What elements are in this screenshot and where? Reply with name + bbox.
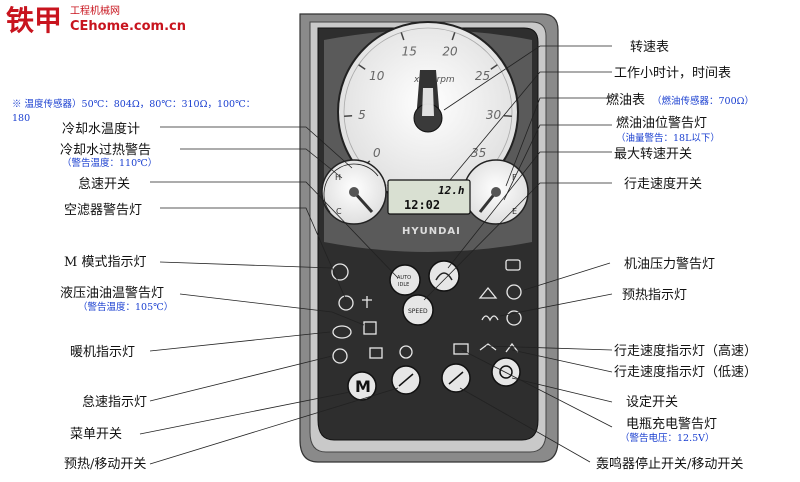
label-idle-switch: 怠速开关 xyxy=(78,176,130,192)
menu-switch[interactable] xyxy=(347,371,377,401)
brand-logo: HYUNDAI xyxy=(402,226,461,237)
tach-tick-10: 10 xyxy=(369,69,385,83)
battery-icon xyxy=(453,343,469,355)
travel-speed-button[interactable] xyxy=(402,294,434,326)
watermark-brand: 铁甲 xyxy=(6,4,62,37)
oil-pressure-icon xyxy=(506,284,522,300)
tach-tick-35: 35 xyxy=(471,146,486,160)
svg-text:E: E xyxy=(512,207,517,216)
tach-tick-0: 0 xyxy=(373,146,381,160)
label-fuel-level: 燃油油位警告灯 xyxy=(616,115,707,131)
warmup-indicator-icon xyxy=(332,325,352,339)
speed-label: SPEED xyxy=(408,308,428,315)
label-battery: 电瓶充电警告灯 xyxy=(626,416,717,432)
tachometer: 0 5 10 15 20 25 30 35 x100rpm xyxy=(337,21,519,203)
watermark: 铁甲 工程机械网 CEhome.com.cn xyxy=(6,4,186,37)
travel-low-icon xyxy=(505,342,519,353)
set-switch[interactable] xyxy=(491,357,521,387)
label-m-mode: M 模式指示灯 xyxy=(64,255,146,270)
tach-tick-20: 20 xyxy=(442,44,458,58)
buzzer-mute-icon xyxy=(448,371,464,385)
watermark-site-cn: 工程机械网 xyxy=(70,4,120,17)
label-set-switch: 设定开关 xyxy=(626,395,678,410)
set-indicator-icon xyxy=(399,345,413,359)
label-travel-low: 行走速度指示灯（低速） xyxy=(614,364,757,380)
m-label: M xyxy=(355,377,371,396)
tach-major-tick xyxy=(451,32,456,41)
label-coolant-overheat: 冷却水过热警告 xyxy=(60,142,151,158)
headlight-icon xyxy=(505,259,521,271)
preheat-switch-icon xyxy=(398,373,414,387)
lcd-hours: 12.h xyxy=(438,184,465,197)
coolant-temp-gauge: H C xyxy=(321,159,387,225)
tach-major-tick xyxy=(400,32,405,41)
air-filter-warning-icon xyxy=(338,295,354,311)
label-preheat-move: 预热/移动开关 xyxy=(64,457,146,472)
parking-brake-icon xyxy=(506,310,522,326)
speedometer-icon xyxy=(435,272,453,281)
watermark-site-url: CEhome.com.cn xyxy=(70,19,186,34)
hyd-oil-temp-icon xyxy=(362,296,372,308)
label-travel-high: 行走速度指示灯（高速） xyxy=(614,343,757,359)
label-preheat-indicator: 预热指示灯 xyxy=(622,288,687,303)
label-oil-pressure: 机油压力警告灯 xyxy=(624,256,715,272)
svg-text:IDLE: IDLE xyxy=(398,282,409,288)
tach-tick-30: 30 xyxy=(486,108,502,122)
label-idle-indicator: 怠速指示灯 xyxy=(82,394,147,410)
note-fuel-level: （油量警告：18L以下） xyxy=(616,132,720,144)
lcd-display: 12.h 12:02 xyxy=(387,179,471,215)
svg-text:C: C xyxy=(336,207,342,216)
note-hyd-oil: （警告温度：105℃） xyxy=(78,301,173,313)
gauge-cluster: 0 5 10 15 20 25 30 35 x100rpm H C xyxy=(321,21,532,252)
label-tachometer: 转速表 xyxy=(630,40,669,55)
svg-text:AUTO: AUTO xyxy=(397,275,411,281)
label-max-speed: 最大转速开关 xyxy=(614,147,692,162)
right-labels: 转速表 工作小时计，时间表 燃油表 （燃油传感器：700Ω） 燃油油位警告灯 （… xyxy=(596,40,757,472)
max-speed-button[interactable] xyxy=(428,260,460,292)
label-warmup: 暖机指示灯 xyxy=(70,345,135,360)
tach-tick-25: 25 xyxy=(475,69,490,83)
label-travel-speed: 行走速度开关 xyxy=(624,176,702,192)
preheat-icon xyxy=(478,286,498,299)
auto-idle-button[interactable] xyxy=(389,264,421,296)
set-switch-icon xyxy=(499,365,513,379)
label-hour-meter: 工作小时计，时间表 xyxy=(614,66,731,81)
tach-major-tick xyxy=(490,64,498,70)
label-hyd-oil-temp: 液压油油温警告灯 xyxy=(60,285,164,301)
temp-sensor-note-cont: 180 xyxy=(12,113,30,124)
note-fuel-sensor: （燃油传感器：700Ω） xyxy=(652,95,754,107)
travel-high-icon xyxy=(479,343,497,351)
note-battery: （警告电压：12.5V） xyxy=(620,432,715,444)
label-air-filter: 空滤器警告灯 xyxy=(64,202,142,218)
label-buzzer-stop: 轰鸣器停止开关/移动开关 xyxy=(596,456,743,472)
auto-idle-indicator-icon xyxy=(332,348,348,364)
m-mode-indicator-icon xyxy=(331,263,349,281)
tach-major-tick xyxy=(358,64,366,70)
control-panel: AUTO IDLE SPEED M xyxy=(331,259,522,401)
svg-text:H: H xyxy=(335,173,341,182)
coolant-level-icon xyxy=(369,347,383,359)
hyd-oil-icon xyxy=(363,321,377,335)
label-menu-switch: 菜单开关 xyxy=(70,427,122,442)
leader-lines xyxy=(139,45,613,465)
left-labels: ※ 温度传感器）50℃：804Ω，80℃：310Ω，100℃： 180 冷却水温… xyxy=(12,98,255,472)
lcd-time: 12:02 xyxy=(404,198,440,212)
label-coolant-temp: 冷却水温度计 xyxy=(62,121,140,137)
tach-tick-15: 15 xyxy=(402,44,417,58)
tach-tick-5: 5 xyxy=(358,108,366,122)
temp-sensor-note: ※ 温度传感器）50℃：804Ω，80℃：310Ω，100℃： xyxy=(12,98,255,110)
note-coolant-overheat: （警告温度：110℃） xyxy=(62,157,157,169)
preheat-coil-icon xyxy=(481,315,499,322)
label-fuel-gauge: 燃油表 xyxy=(606,92,645,108)
